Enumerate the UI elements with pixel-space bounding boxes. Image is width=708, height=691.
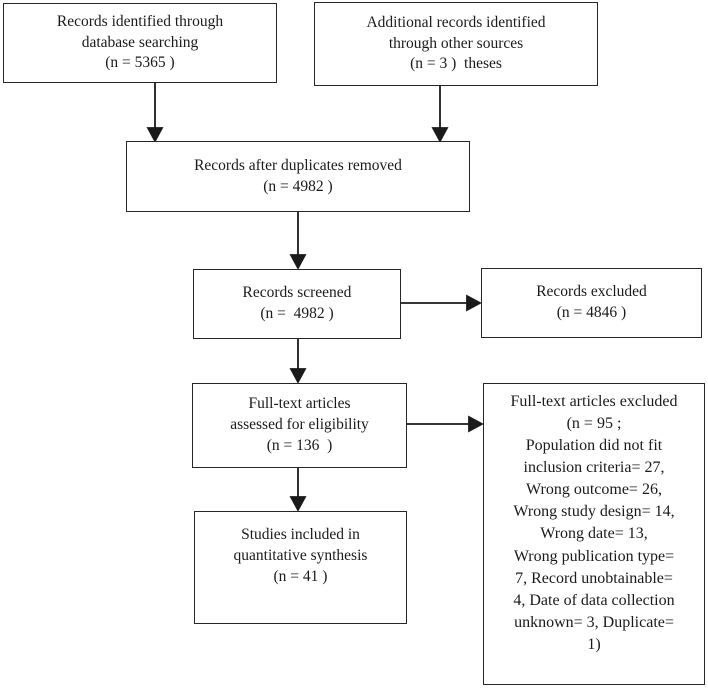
arrow-duplicates-to-screened — [289, 212, 307, 270]
arrow-screened-to-excluded — [401, 294, 482, 312]
arrow-identified-to-duplicates — [146, 83, 164, 143]
box-fulltext-excluded: Full-text articles excluded (n = 95 ; Po… — [483, 383, 705, 685]
box-additional-records: Additional records identified through ot… — [314, 2, 598, 86]
arrow-fulltext-to-excluded — [407, 415, 484, 433]
arrow-additional-to-duplicates — [431, 86, 449, 143]
box-fulltext-assessed: Full-text articles assessed for eligibil… — [192, 383, 407, 468]
box-studies-included: Studies included in quantitative synthes… — [194, 511, 407, 624]
box-records-identified: Records identified through database sear… — [3, 3, 277, 83]
arrow-fulltext-to-included — [289, 468, 307, 512]
box-records-screened: Records screened (n = 4982 ) — [193, 269, 401, 339]
arrow-screened-to-fulltext — [289, 339, 307, 384]
box-duplicates-removed: Records after duplicates removed (n = 49… — [126, 141, 470, 212]
box-records-excluded: Records excluded (n = 4846 ) — [481, 268, 702, 338]
